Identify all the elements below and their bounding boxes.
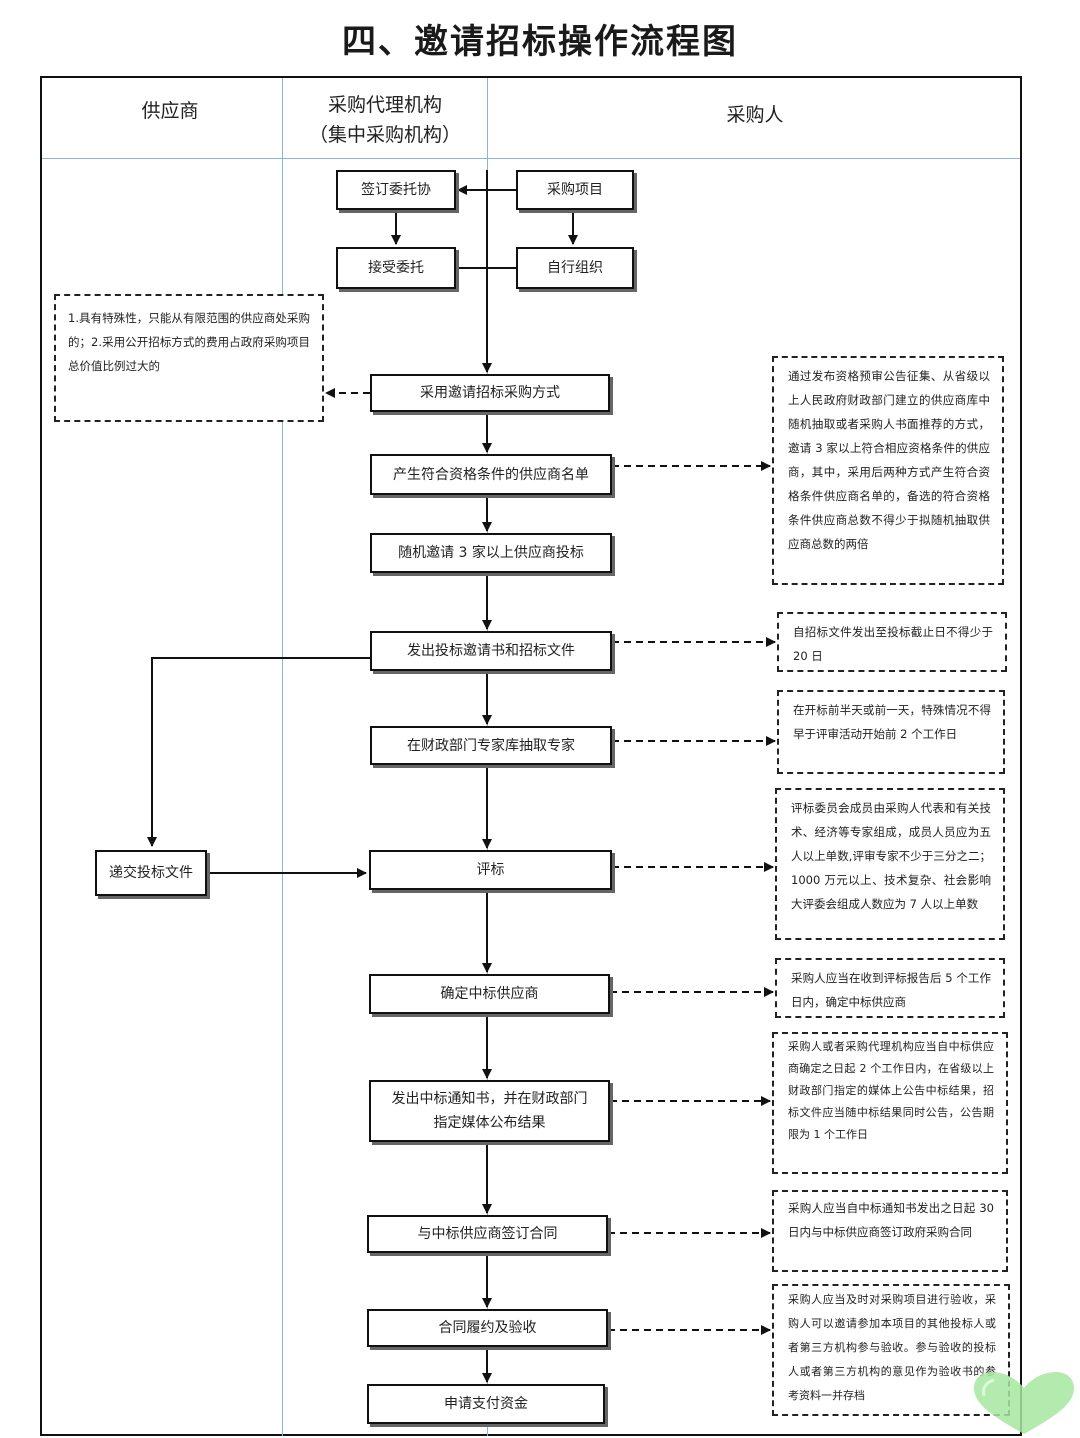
lane-header-divider	[42, 158, 1020, 159]
box-self-organize: 自行组织	[516, 247, 634, 289]
box-issue-invitation: 发出投标邀请书和招标文件	[370, 631, 612, 671]
note-extract-experts: 在开标前半天或前一天，特殊情况不得早于评审活动开始前 2 个工作日	[777, 690, 1005, 774]
lane-header-agency: 采购代理机构 （集中采购机构）	[284, 90, 486, 150]
note-determine-winner: 采购人应当在收到评标报告后 5 个工作日内，确定中标供应商	[775, 958, 1005, 1018]
box-extract-experts: 在财政部门专家库抽取专家	[370, 726, 612, 765]
lane-header-supplier: 供应商	[141, 100, 199, 122]
box-random-invite: 随机邀请 3 家以上供应商投标	[370, 533, 612, 573]
lane-divider-supplier-agency	[282, 78, 283, 1436]
box-procurement-project: 采购项目	[516, 170, 634, 210]
page-title: 四、邀请招标操作流程图	[342, 22, 738, 62]
box-adopt-invite: 采用邀请招标采购方式	[370, 374, 610, 412]
note-perform-accept: 采购人应当及时对采购项目进行验收，采购人可以邀请参加本项目的其他投标人或者第三方…	[772, 1284, 1010, 1416]
box-sign-entrust: 签订委托协	[336, 170, 456, 210]
lane-header-agency-line1: 采购代理机构	[327, 94, 442, 116]
box-accept-entrust: 接受委托	[336, 247, 456, 289]
box-qualified-list: 产生符合资格条件的供应商名单	[370, 454, 612, 495]
box-award-notice-line2: 指定媒体公布结果	[433, 1115, 546, 1131]
box-sign-contract: 与中标供应商签订合同	[367, 1215, 608, 1253]
lane-header-purchaser: 采购人	[726, 104, 784, 126]
note-award-notice: 采购人或者采购代理机构应当自中标供应商确定之日起 2 个工作日内，在省级以上财政…	[772, 1032, 1008, 1174]
arrow-issue-to-submit	[147, 657, 371, 847]
box-perform-accept: 合同履约及验收	[367, 1309, 608, 1347]
diagram-frame	[40, 76, 1022, 1436]
box-evaluate: 评标	[369, 850, 612, 890]
box-submit-bid: 递交投标文件	[95, 850, 207, 896]
box-award-notice-line1: 发出中标通知书，并在财政部门	[391, 1091, 588, 1107]
note-sign-contract: 采购人应当自中标通知书发出之日起 30 日内与中标供应商签订政府采购合同	[772, 1190, 1008, 1272]
note-qualified-list: 通过发布资格预审公告征集、从省级以上人民政府财政部门建立的供应商库中随机抽取或者…	[772, 356, 1004, 585]
lane-header-agency-line2: （集中采购机构）	[308, 124, 461, 146]
box-award-notice: 发出中标通知书，并在财政部门 指定媒体公布结果	[369, 1080, 610, 1142]
note-evaluate: 评标委员会成员由采购人代表和有关技术、经济等专家组成，成员人员应为五人以上单数,…	[775, 788, 1005, 940]
box-apply-payment: 申请支付资金	[367, 1384, 605, 1424]
heart-icon	[974, 1372, 1074, 1434]
note-invite-conditions: 1.具有特殊性，只能从有限范围的供应商处采购的；2.采用公开招标方式的费用占政府…	[54, 294, 324, 422]
box-determine-winner: 确定中标供应商	[369, 974, 610, 1014]
note-issue-invitation: 自招标文件发出至投标截止日不得少于 20 日	[777, 612, 1007, 672]
